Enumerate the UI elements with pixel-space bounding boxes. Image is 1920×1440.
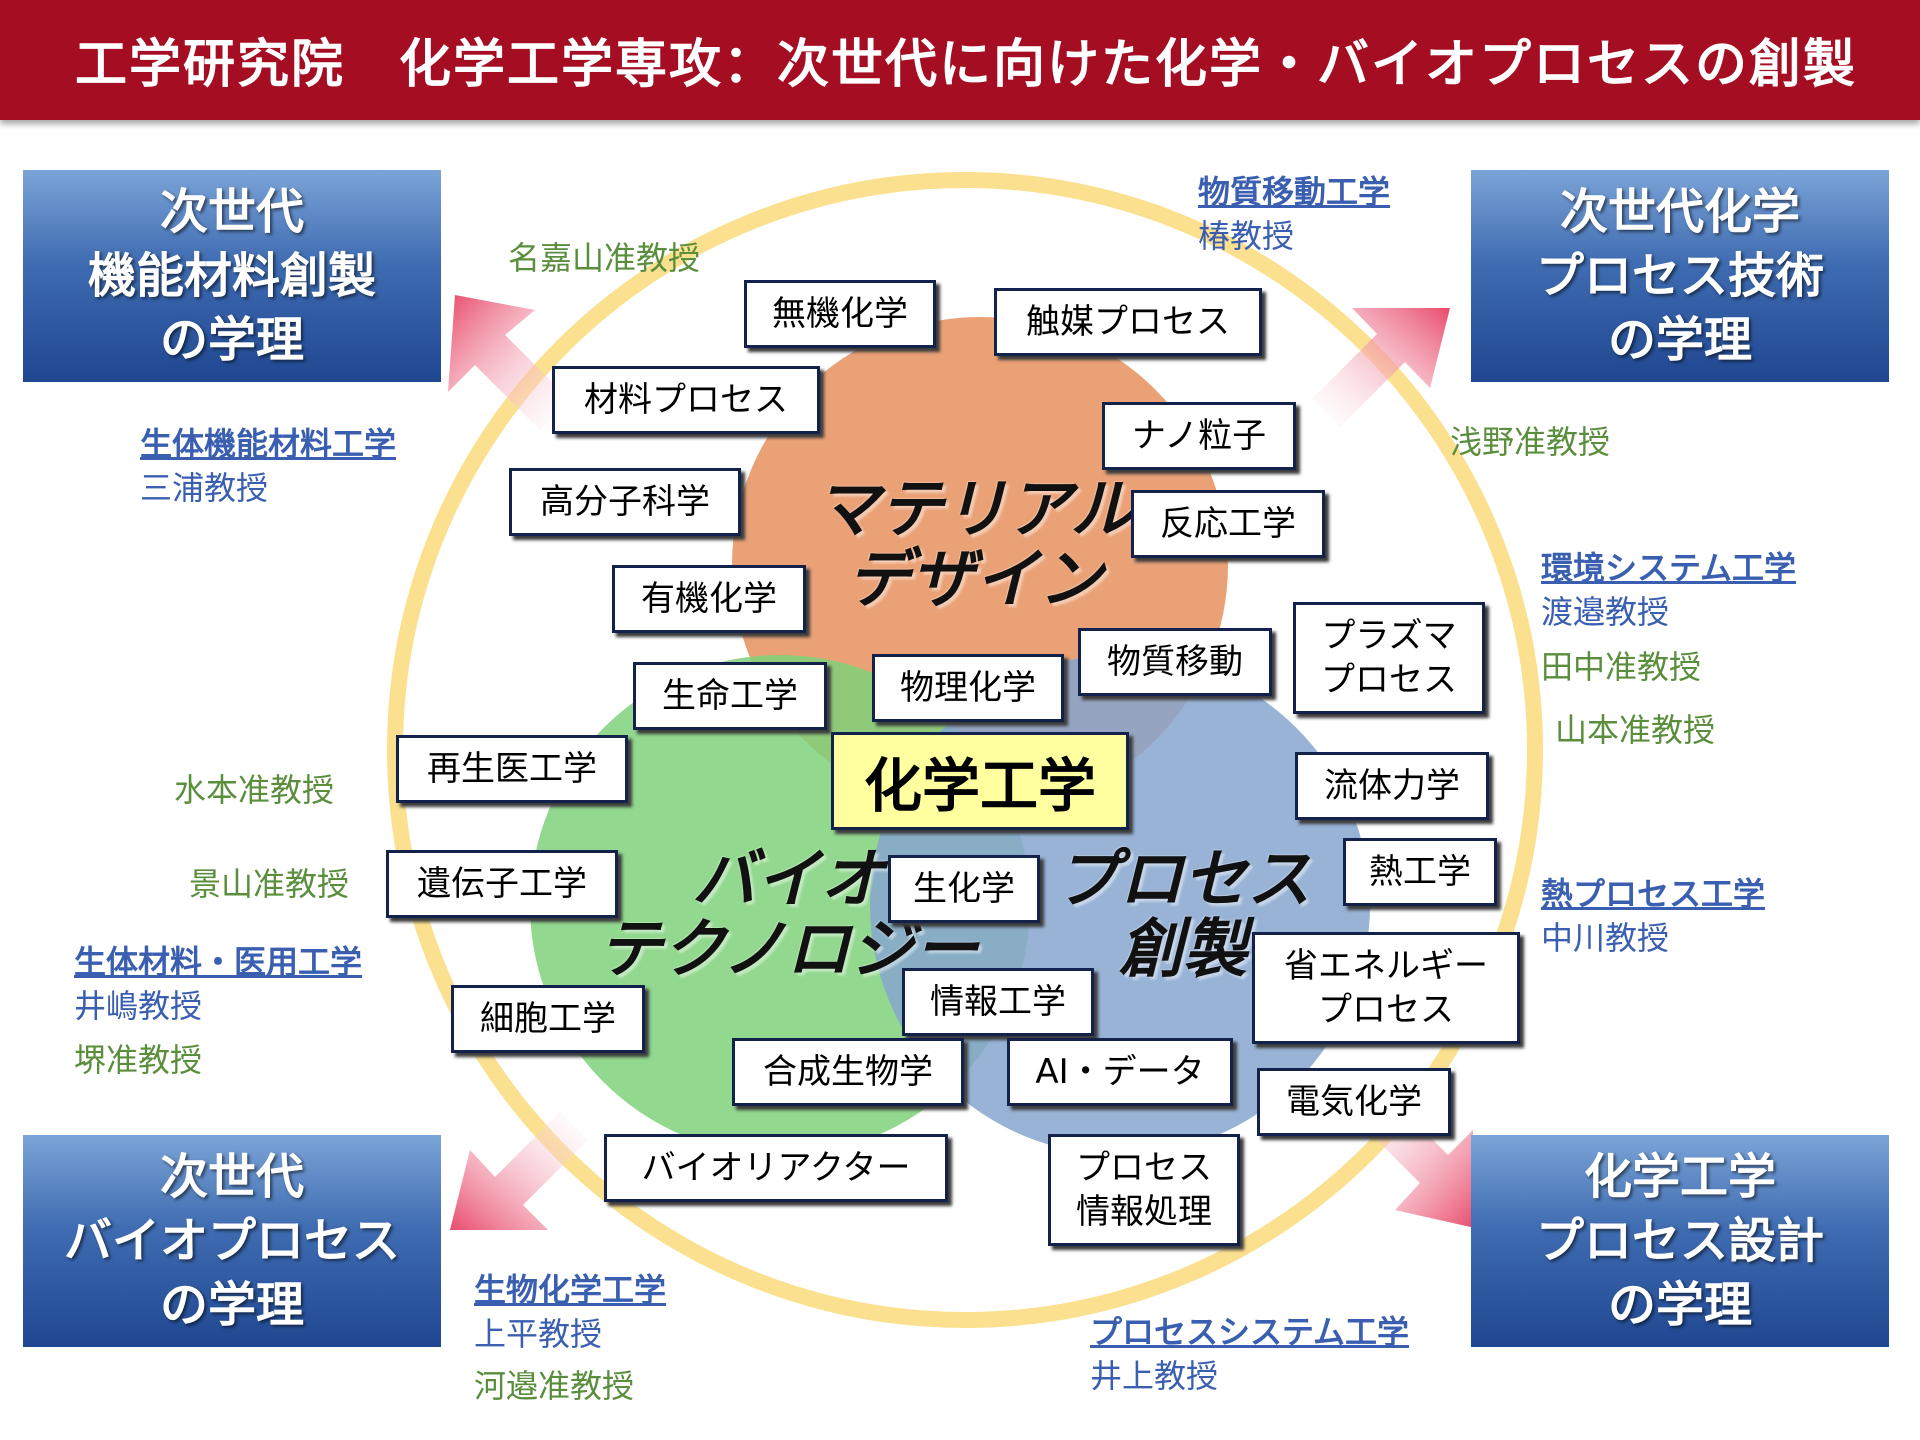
tag-saibo: 細胞工学 — [451, 985, 645, 1053]
professor: 中川教授 — [1541, 919, 1670, 957]
professor: 井嶋教授 — [74, 987, 203, 1025]
header-bar: 工学研究院 化学工学専攻：次世代に向けた化学・バイオプロセスの創製 — [0, 0, 1920, 120]
lab-netsu-process: 熱プロセス工学 中川教授 — [1541, 872, 1765, 960]
tag-plasma: プラズマ プロセス — [1293, 602, 1485, 714]
corner-line: の学理 — [159, 1277, 304, 1333]
tag-bioreactor: バイオリアクター — [604, 1134, 948, 1202]
corner-line: プロセス設計 — [1535, 1213, 1824, 1269]
corner-top-right: 次世代化学 プロセス技術 の学理 — [1471, 170, 1889, 382]
lab-name[interactable]: 生物化学工学 — [474, 1271, 667, 1309]
center-chemical-engineering: 化学工学 — [831, 732, 1129, 830]
tag-joho: 情報工学 — [902, 968, 1094, 1036]
tag-shoene: 省エネルギー プロセス — [1252, 932, 1520, 1044]
tag-idenshi: 遺伝子工学 — [386, 850, 618, 918]
corner-line: 化学工学 — [1583, 1149, 1776, 1205]
professor: 椿教授 — [1198, 217, 1295, 255]
corner-line: の学理 — [1607, 312, 1752, 368]
lab-busshitsu: 物質移動工学 椿教授 — [1198, 170, 1390, 258]
associate-tanaka: 田中准教授 — [1541, 648, 1702, 686]
outer-ring — [387, 172, 1543, 1328]
lab-seibutsu: 生物化学工学 上平教授 — [474, 1268, 666, 1356]
area-label-material: マテリアル デザイン — [815, 475, 1134, 615]
tag-butsuri: 物理化学 — [872, 654, 1064, 722]
tag-yuki: 有機化学 — [612, 565, 806, 633]
lab-name[interactable]: 環境システム工学 — [1541, 549, 1797, 587]
lab-name[interactable]: 生体材料・医用工学 — [74, 943, 363, 981]
corner-bottom-right: 化学工学 プロセス設計 の学理 — [1471, 1135, 1889, 1347]
lab-name[interactable]: 熱プロセス工学 — [1541, 875, 1766, 913]
professor: 上平教授 — [474, 1315, 603, 1353]
corner-line: 機能材料創製 — [87, 248, 376, 304]
tag-shokubai: 触媒プロセス — [994, 288, 1262, 356]
associate-nakayama: 名嘉山准教授 — [508, 239, 701, 277]
corner-bottom-left: 次世代 バイオプロセス の学理 — [23, 1135, 441, 1347]
tag-denki: 電気化学 — [1257, 1068, 1451, 1136]
corner-line: の学理 — [1607, 1277, 1752, 1333]
lab-seitai-kino: 生体機能材料工学 三浦教授 — [140, 422, 396, 510]
tag-saisei: 再生医工学 — [396, 735, 628, 803]
area-label-line: バイオ — [692, 843, 885, 917]
arrow-top-right — [1312, 308, 1450, 427]
lab-name[interactable]: 物質移動工学 — [1198, 173, 1391, 211]
area-label-process: プロセス 創製 — [1055, 845, 1311, 985]
corner-line: 次世代 — [159, 1149, 304, 1205]
tag-busshitsu-ido: 物質移動 — [1078, 628, 1272, 696]
tag-kobunshi: 高分子科学 — [509, 468, 741, 536]
tag-line: 省エネルギー — [1284, 946, 1488, 986]
area-label-line: デザイン — [846, 543, 1103, 617]
tag-line: 情報処理 — [1076, 1192, 1212, 1232]
associate-mizumoto: 水本准教授 — [174, 771, 335, 809]
area-label-line: マテリアル — [815, 473, 1135, 547]
professor: 井上教授 — [1090, 1357, 1219, 1395]
associate-sakai: 堺准教授 — [74, 1041, 203, 1079]
corner-line: プロセス技術 — [1535, 248, 1824, 304]
tag-mukikagaku: 無機化学 — [744, 280, 936, 348]
tag-ai: AI・データ — [1007, 1038, 1233, 1106]
arrow-top-left — [448, 295, 570, 430]
lab-kankyo: 環境システム工学 渡邉教授 — [1541, 546, 1796, 634]
tag-line: プラズマ — [1321, 616, 1457, 656]
professor: 渡邉教授 — [1541, 593, 1670, 631]
arrow-bottom-left — [450, 1112, 588, 1230]
lab-process-system: プロセスシステム工学 井上教授 — [1090, 1310, 1409, 1398]
page-title: 工学研究院 化学工学専攻：次世代に向けた化学・バイオプロセスの創製 — [75, 35, 1858, 95]
tag-gosei: 合成生物学 — [732, 1038, 964, 1106]
tag-line: プロセス — [1076, 1148, 1212, 1188]
area-label-line: 創製 — [1119, 913, 1247, 987]
corner-line: バイオプロセス — [63, 1213, 400, 1269]
area-label-line: プロセス — [1055, 843, 1311, 917]
tag-process-joho: プロセス 情報処理 — [1048, 1134, 1240, 1246]
associate-kageyama: 景山准教授 — [189, 865, 350, 903]
associate-kawabe: 河邉准教授 — [474, 1367, 635, 1405]
corner-line: 次世代化学 — [1559, 184, 1800, 240]
corner-line: の学理 — [159, 312, 304, 368]
lab-name[interactable]: プロセスシステム工学 — [1090, 1313, 1410, 1351]
tag-nano: ナノ粒子 — [1102, 402, 1296, 470]
corner-line: 次世代 — [159, 184, 304, 240]
tag-line: プロセス — [1318, 990, 1454, 1030]
tag-hanno: 反応工学 — [1131, 490, 1325, 558]
lab-seitai-zairyo: 生体材料・医用工学 井嶋教授 — [74, 940, 362, 1028]
associate-asano: 浅野准教授 — [1450, 423, 1611, 461]
corner-top-left: 次世代 機能材料創製 の学理 — [23, 170, 441, 382]
tag-netsu: 熱工学 — [1343, 838, 1497, 906]
tag-seika: 生化学 — [888, 855, 1040, 923]
tag-line: プロセス — [1321, 660, 1457, 700]
professor: 三浦教授 — [140, 469, 269, 507]
associate-yamamoto: 山本准教授 — [1555, 711, 1716, 749]
tag-ryutai: 流体力学 — [1295, 752, 1489, 820]
tag-zairyo: 材料プロセス — [552, 366, 820, 434]
tag-seimei: 生命工学 — [633, 662, 827, 730]
lab-name[interactable]: 生体機能材料工学 — [140, 425, 397, 463]
